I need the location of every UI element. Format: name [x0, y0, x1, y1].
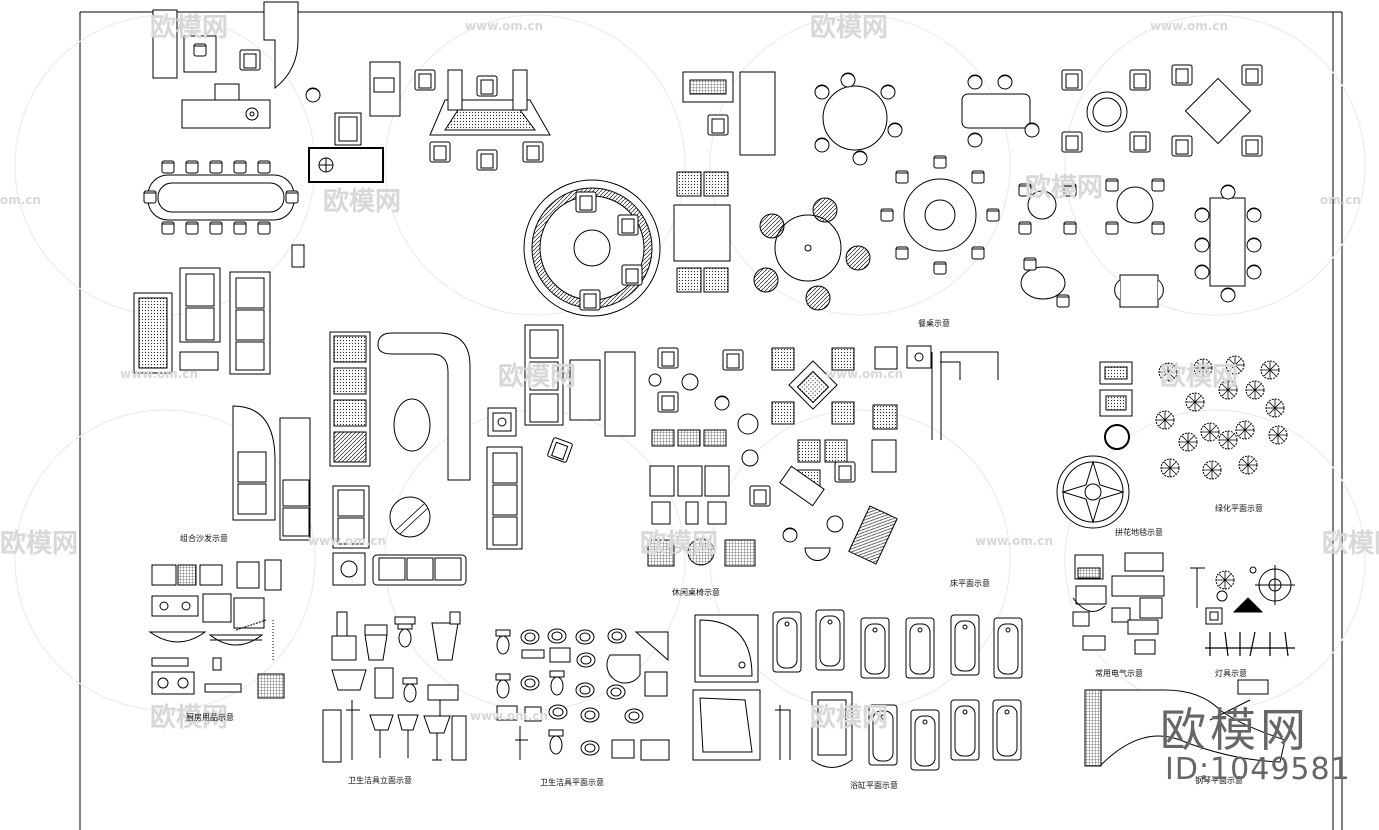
label-kitchen: 厨房用品示意: [186, 712, 234, 722]
watermark-cn-2: 欧模网: [810, 12, 888, 43]
label-stone: 拼花地毯示意: [1115, 527, 1163, 537]
model-id: ID:1049581: [1165, 752, 1351, 787]
label-sanitary-plan: 卫生洁具平面示意: [540, 777, 604, 787]
reception-desk: [682, 71, 776, 156]
round-table-6: [814, 72, 903, 166]
sofa-group: [133, 267, 636, 586]
label-sanitary-elevation: 卫生洁具立面示意: [348, 775, 412, 785]
watermark-url-5: www.om.cn: [308, 534, 386, 548]
round-table-8: [880, 155, 1000, 275]
watermark-url-1: www.om.cn: [465, 19, 543, 33]
appliances: [1072, 552, 1165, 655]
watermark-url-2: www.om.cn: [1150, 19, 1228, 33]
section-labels: 餐桌示意 组合沙发示意 休闲桌椅示意 绿化平面示意 拼花地毯示意 厨房用品示意 …: [180, 318, 1263, 790]
greenery-symbols: [1056, 355, 1288, 529]
watermark-cn-8: 欧模网: [640, 528, 718, 559]
watermark-url-4: www.om.cn: [825, 367, 903, 381]
dining-tables-right: [961, 64, 1263, 308]
watermark-cn-11: 欧模网: [810, 702, 888, 733]
label-piano: 钢琴平面示意: [1195, 775, 1243, 785]
leisure-furniture: [647, 345, 999, 567]
watermark-url-6: www.om.cn: [975, 534, 1053, 548]
label-greenery: 绿化平面示意: [1215, 503, 1263, 513]
watermark-cn-7: 欧模网: [0, 528, 78, 559]
round-conference-table: [523, 179, 661, 317]
watermark-cn-9: 欧模网: [1322, 528, 1379, 559]
label-appliance: 常用电气示意: [1095, 668, 1143, 678]
label-dining: 餐桌示意: [918, 318, 950, 328]
watermark-cn-10: 欧模网: [150, 702, 228, 733]
watermark-url-edge-2: om.cn: [1320, 193, 1361, 207]
meeting-table: [143, 160, 305, 268]
watermark-cn-3: 欧模网: [323, 186, 401, 217]
watermark-url-7: www.om.cn: [470, 709, 548, 723]
watermark-text: 欧模网 www.om.cn 欧模网 www.om.cn om.cn 欧模网 欧模…: [0, 12, 1379, 733]
conference-curved-table: [429, 69, 551, 171]
sanitary-plan: [495, 628, 670, 761]
label-bathtub-title: 床平面示意: [950, 578, 990, 588]
watermark-cn-5: 欧模网: [498, 361, 576, 392]
kitchen-symbols: [148, 559, 285, 699]
watermark-url-edge-1: om.cn: [0, 193, 41, 207]
label-lamp: 灯具示意: [1215, 668, 1247, 678]
watermark-cn-1: 欧模网: [150, 12, 228, 43]
piano: [1084, 679, 1286, 767]
bathtubs-plan: [692, 609, 1023, 771]
label-bathtub-plan: 浴缸平面示意: [850, 780, 898, 790]
watermark-cn-4: 欧模网: [1025, 172, 1103, 203]
label-leisure: 休闲桌椅示意: [672, 587, 720, 597]
brand-logo-text: 欧模网: [1160, 703, 1310, 757]
round-table-4: [753, 197, 871, 311]
lamp-symbols: [1190, 565, 1295, 657]
watermark-url-3: www.om.cn: [120, 367, 198, 381]
square-dining-table: [673, 171, 731, 293]
office-desk-group: [152, 1, 436, 183]
sanitary-elevation: [322, 611, 467, 763]
label-sofa: 组合沙发示意: [180, 533, 228, 543]
watermark-cn-6: 欧模网: [1160, 361, 1238, 392]
